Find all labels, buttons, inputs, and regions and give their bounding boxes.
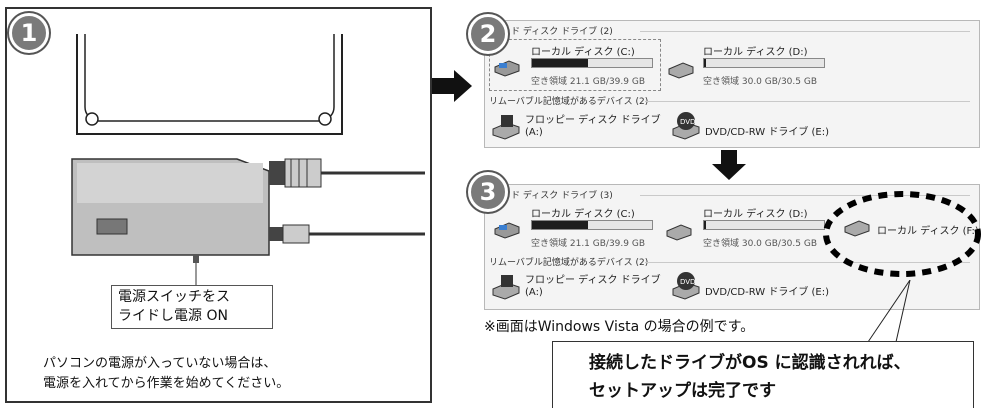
down-arrow-icon — [712, 150, 746, 180]
explorer-window-after: ド ディスク ドライブ (3) ローカル ディスク (C:) 空き領域 21.1… — [484, 184, 980, 310]
hard-drive-icon — [494, 60, 520, 77]
section-divider — [645, 262, 970, 263]
section-divider — [640, 195, 970, 196]
hdd-section-header: ド ディスク ドライブ (2) — [511, 27, 613, 37]
hdd-section-header: ド ディスク ドライブ (3) — [511, 191, 613, 201]
drive-name-d[interactable]: ローカル ディスク (D:) — [703, 47, 808, 58]
os-note: ※画面はWindows Vista の場合の例です。 — [484, 319, 755, 335]
switch-label: 電源スイッチをス ライドし電源 ON — [111, 285, 273, 329]
device-name-floppy[interactable]: フロッピー ディスク ドライブ (A:) — [525, 115, 661, 138]
section-divider — [640, 31, 970, 32]
hard-drive-icon — [494, 222, 520, 239]
drive-name-f[interactable]: ローカル ディスク (F:) — [877, 226, 979, 237]
floppy-drive-icon — [492, 115, 520, 140]
dvd-drive-icon: DVD — [672, 272, 700, 300]
callout-box: 接続したドライブがOS に認識されれば、 セットアップは完了です — [552, 341, 974, 408]
removable-section-header: リムーバブル記憶域があるデバイス (2) — [489, 97, 649, 107]
section-divider — [645, 101, 970, 102]
drive-free-c: 空き領域 21.1 GB/39.9 GB — [531, 77, 645, 87]
floppy-drive-icon — [492, 275, 520, 300]
step2-number: 2 — [468, 14, 508, 54]
hard-drive-icon — [844, 220, 870, 237]
drive-usage-bar-c — [531, 220, 653, 230]
device-name-dvd[interactable]: DVD/CD-RW ドライブ (E:) — [705, 127, 830, 138]
device-name-dvd[interactable]: DVD/CD-RW ドライブ (E:) — [705, 287, 830, 298]
drive-name-d[interactable]: ローカル ディスク (D:) — [703, 209, 808, 220]
drive-name-c[interactable]: ローカル ディスク (C:) — [531, 209, 635, 220]
drive-usage-bar-d — [703, 220, 825, 230]
drive-name-c: ローカル ディスク (C:) — [531, 47, 635, 58]
drive-usage-bar-c — [531, 58, 653, 68]
step1-panel: 1 電源スイッチをス ライドし電源 ON パソコンの電源が入っていない場合は、 … — [5, 7, 432, 403]
hard-drive-icon — [668, 62, 694, 79]
step1-caption-line1: パソコンの電源が入っていない場合は、 — [43, 356, 277, 371]
hard-drive-icon — [666, 224, 692, 241]
drive-free-d: 空き領域 30.0 GB/30.5 GB — [703, 239, 817, 249]
drive-usage-bar-d — [703, 58, 825, 68]
callout-line2: セットアップは完了です — [589, 381, 776, 401]
svg-text:DVD: DVD — [680, 278, 695, 286]
drive-item-c-selected[interactable] — [489, 39, 661, 91]
callout-line1: 接続したドライブがOS に認識されれば、 — [589, 353, 911, 373]
step1-number: 1 — [9, 13, 49, 53]
drive-free-c: 空き領域 21.1 GB/39.9 GB — [531, 239, 645, 249]
highlight-ellipse — [823, 191, 981, 277]
svg-text:DVD: DVD — [680, 118, 695, 126]
explorer-window-before: ド ディスク ドライブ (2) ローカル ディスク (C:) 空き領域 21.1… — [484, 20, 980, 148]
dvd-drive-icon: DVD — [672, 112, 700, 140]
step1-caption-line2: 電源を入れてから作業を始めてください。 — [43, 376, 290, 391]
device-name-floppy[interactable]: フロッピー ディスク ドライブ (A:) — [525, 275, 661, 298]
right-arrow-icon — [432, 70, 472, 102]
hardware-illustration — [71, 34, 425, 285]
removable-section-header: リムーバブル記憶域があるデバイス (2) — [489, 258, 649, 268]
drive-free-d: 空き領域 30.0 GB/30.5 GB — [703, 77, 817, 87]
callout-pointer — [867, 280, 911, 343]
step3-number: 3 — [468, 172, 508, 212]
